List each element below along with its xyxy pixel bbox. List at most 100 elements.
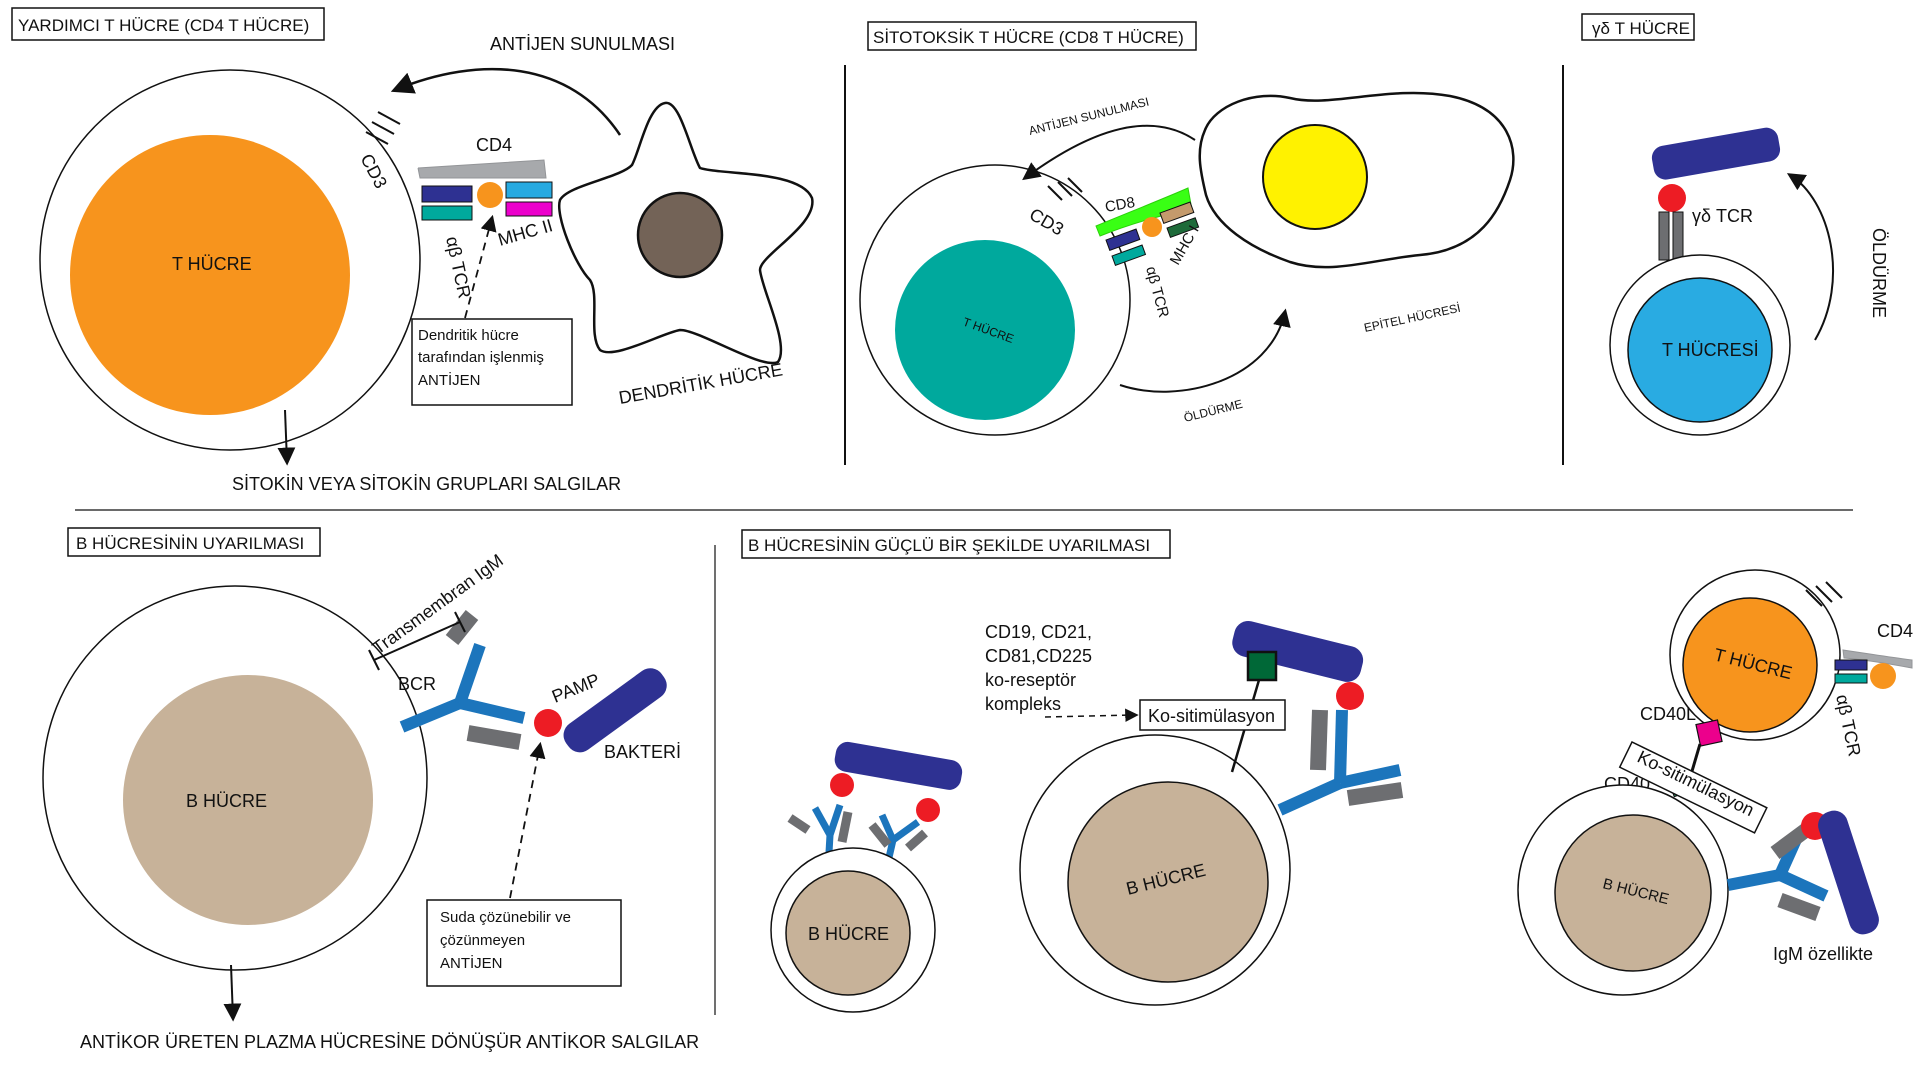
panel-title: B HÜCRESİNİN UYARILMASI (76, 534, 304, 553)
tcr-beta-chain (1111, 244, 1147, 267)
igm-antibody (1726, 823, 1829, 922)
t-cell-label: T HÜCRESİ (1662, 340, 1759, 360)
transmembrane-igm-label: Transmembran IgM (369, 550, 507, 658)
panel-gamma-delta-t-cell: γδ T HÜCRE γδ TCR T HÜCRESİ ÖLDÜRME (1581, 13, 1889, 436)
mhc1-alpha (1159, 201, 1195, 224)
b-cell-nucleus (123, 675, 373, 925)
costim-box (1139, 699, 1286, 731)
panel-cd4-helper-t-cell: YARDIMCI T HÜCRE (CD4 T HÜCRE) T HÜCRE C… (11, 7, 814, 494)
igm-bracket-end-1 (368, 649, 380, 671)
processed-antigen-dot (477, 182, 503, 208)
b-cell-nucleus (1067, 781, 1269, 983)
cd4-label: CD4 (476, 135, 512, 155)
bacteria (563, 668, 667, 753)
antigen-dot-2 (916, 798, 940, 822)
panel-title-box (67, 527, 321, 557)
killing-arrow (1786, 173, 1834, 341)
gd-tcr-label: γδ TCR (1692, 206, 1753, 226)
t-cell-nucleus (895, 240, 1075, 420)
killing-label: ÖLDÜRME (1182, 397, 1244, 425)
panel-cd8-cytotoxic-t-cell: SİTOTOKSİK T HÜCRE (CD8 T HÜCRE) T HÜCRE… (859, 21, 1515, 436)
coreceptor-line-1: CD19, CD21, (985, 622, 1092, 642)
panel-title: YARDIMCI T HÜCRE (CD4 T HÜCRE) (18, 16, 309, 35)
cd3-receptor (365, 111, 401, 145)
tcr-alpha-chain (1834, 659, 1868, 671)
panel-title-box (1581, 13, 1695, 41)
antibody-2 (868, 813, 928, 876)
panel-strong-b-cell-activation: B HÜCRESİNİN GÜÇLÜ BİR ŞEKİLDE UYARILMAS… (741, 529, 1913, 1013)
right-t-b-interaction: T HÜCRE CD4 αβ TCR CD40L CD40 Ko-sitimül… (1517, 569, 1913, 996)
dendritic-nucleus (636, 191, 724, 279)
tcr-chain-1 (1658, 211, 1670, 261)
epithelial-label: EPİTEL HÜCRESİ (1363, 301, 1462, 335)
tcr-label: αβ TCR (1832, 693, 1865, 759)
killing-label: ÖLDÜRME (1869, 228, 1889, 318)
bacteria (1232, 620, 1364, 682)
mhc2-label: MHC II (496, 215, 555, 250)
mhc2-alpha (505, 181, 553, 199)
antigen-line-1: Suda çözünebilir ve (440, 909, 571, 926)
target-bar (1651, 127, 1781, 180)
antigen-line-3: ANTİJEN (440, 954, 503, 972)
t-cell-nucleus (1627, 277, 1773, 423)
tcr-label: αβ TCR (1142, 265, 1172, 320)
processed-antigen-line-3: ANTİJEN (418, 371, 481, 389)
antigen-presentation-arrow (1022, 124, 1196, 181)
panel-title-box (741, 529, 1171, 559)
tcr-beta-chain (421, 205, 473, 221)
b-cell-small-label: B HÜCRE (808, 924, 889, 944)
killing-arrow (1119, 308, 1291, 393)
tcr-label: αβ TCR (442, 235, 475, 301)
bacteria (1818, 810, 1879, 935)
cd8-label: CD8 (1104, 194, 1137, 216)
tcr-chain-2 (1672, 211, 1684, 261)
antigen-red-dot (1658, 184, 1686, 212)
costim-label: Ko-sitimülasyon (1148, 706, 1275, 726)
coreceptor-line-2: CD81,CD225 (985, 646, 1092, 666)
coreceptor-line-3: ko-reseptör (985, 670, 1076, 690)
b-cell-nucleus (1554, 814, 1712, 972)
antigen-dot (1336, 682, 1364, 710)
dendritic-cell-label: DENDRİTİK HÜCRE (617, 359, 784, 408)
cd3-receptor (1047, 177, 1083, 201)
processed-antigen-line-1: Dendritik hücre (418, 327, 519, 344)
coreceptor-line-4: kompleks (985, 694, 1061, 714)
b-cell-nucleus (785, 870, 911, 996)
panel-title-box (11, 7, 325, 41)
cytokine-label: SİTOKİN VEYA SİTOKİN GRUPLARI SALGILAR (232, 474, 621, 494)
igm-label: IgM özellikte (1773, 944, 1873, 964)
panel-title: γδ T HÜCRE (1592, 19, 1690, 38)
t-cell-label: T HÜCRE (172, 254, 252, 274)
panel-title: B HÜCRESİNİN GÜÇLÜ BİR ŞEKİLDE UYARILMAS… (748, 536, 1150, 555)
igm-bracket-end-2 (454, 611, 466, 633)
panel-title: SİTOTOKSİK T HÜCRE (CD8 T HÜCRE) (873, 28, 1184, 47)
panel-b-cell-activation: B HÜCRESİNİN UYARILMASI B HÜCRE BCR Tran… (42, 527, 699, 1052)
bacteria (834, 741, 963, 790)
cd40l (1695, 719, 1723, 747)
tcr-alpha-chain (421, 185, 473, 203)
t-cell-nucleus (70, 135, 350, 415)
plasma-label: ANTİKOR ÜRETEN PLAZMA HÜCRESİNE DÖNÜŞÜR … (80, 1032, 699, 1052)
t-cell-nucleus (1682, 597, 1818, 733)
processed-antigen-box (411, 318, 573, 406)
mhc2-beta (505, 201, 553, 217)
transmembrane-igm-antibody (1277, 709, 1404, 816)
antigen-dot (1870, 663, 1896, 689)
small-b-cell-group: B HÜCRE (770, 741, 963, 1013)
plasma-arrow (223, 964, 242, 1022)
processed-antigen-arrow (464, 214, 497, 319)
processed-antigen-line-2: tarafından işlenmiş (418, 349, 544, 366)
cd4-label: CD4 (1877, 621, 1913, 641)
antigen-presentation-label: ANTİJEN SUNULMASI (490, 34, 675, 54)
antigen-dot (1142, 217, 1162, 237)
antigen-dot-1 (830, 773, 854, 797)
antigen-box (426, 899, 622, 987)
coreceptor-complex (1246, 650, 1278, 682)
epithelial-nucleus (1262, 124, 1368, 230)
antigen-presentation-label: ANTİJEN SUNULMASI (1027, 94, 1150, 137)
antigen-line-2: çözünmeyen (440, 932, 525, 949)
cd3-receptor (1805, 581, 1843, 607)
b-cell-label: B HÜCRE (186, 791, 267, 811)
middle-b-cell-group: B HÜCRE CD19, CD21, CD81,CD225 ko-resept… (985, 620, 1404, 1006)
